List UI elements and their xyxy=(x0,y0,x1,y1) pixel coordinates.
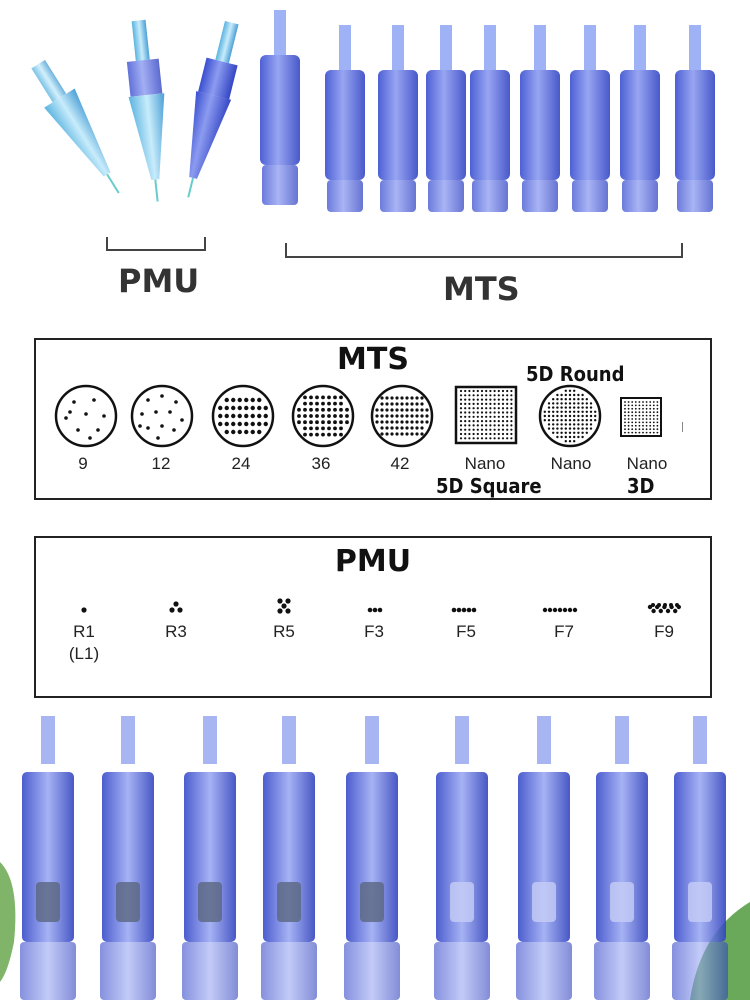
mts-cartridge xyxy=(520,25,560,212)
leaf-decoration xyxy=(0,862,16,982)
top-product-photo: PMU MTS xyxy=(0,0,750,320)
cartridge-closeup xyxy=(182,716,238,1000)
mts-panel-title: MTS xyxy=(337,342,409,377)
mts-caption-5d-square: 5D Square xyxy=(436,474,542,498)
pmu-dot-patterns xyxy=(81,598,681,614)
pmu-label-f5: F5 xyxy=(456,622,476,641)
cartridge-closeup xyxy=(20,716,76,1000)
pmu-group-label: PMU xyxy=(118,262,200,300)
pmu-label-r3: R3 xyxy=(165,622,187,641)
cartridge-closeup xyxy=(672,716,728,1000)
pmu-cartridge xyxy=(187,20,239,198)
pmu-cartridge xyxy=(126,19,165,202)
mts-pattern-graphics xyxy=(54,384,683,448)
pin-36-pattern xyxy=(291,384,355,448)
pmu-needle-chart: PMU R1 (L1) R3 R5 F3 F5 F7 F9 xyxy=(34,536,712,698)
mts-cartridge xyxy=(378,25,418,212)
pmu-label-r1: R1 xyxy=(73,622,95,641)
mts-cartridge xyxy=(426,25,466,212)
cartridge-closeup xyxy=(594,716,650,1000)
mts-needle-chart: MTS 9 12 24 36 42 Nano Nano Nano 5D Squa… xyxy=(34,338,712,500)
pin-12-pattern xyxy=(130,384,194,448)
pmu-label-f7: F7 xyxy=(554,622,574,641)
mts-bracket xyxy=(285,243,683,258)
mts-cartridge xyxy=(325,25,365,212)
cartridge-closeup xyxy=(434,716,490,1000)
mts-cartridge xyxy=(620,25,660,212)
mts-group-label: MTS xyxy=(443,270,520,308)
pmu-cartridge xyxy=(31,59,120,194)
mts-label-nano-square: Nano xyxy=(464,454,506,473)
mts-cartridge xyxy=(675,25,715,212)
nano-5d-square-pattern xyxy=(454,385,518,445)
mts-label-9: 9 xyxy=(78,454,88,473)
nano-3d-pattern xyxy=(620,397,683,437)
mts-cartridge xyxy=(570,25,610,212)
pmu-pattern-graphics xyxy=(81,598,681,614)
cartridge-closeup xyxy=(516,716,572,1000)
pmu-label-f9: F9 xyxy=(654,622,674,641)
bottom-product-photo xyxy=(0,712,750,1000)
pmu-label-l1: (L1) xyxy=(68,644,100,663)
cartridge-closeup-group xyxy=(20,716,728,1000)
mts-label-nano-round: Nano xyxy=(550,454,592,473)
pmu-label-r5: R5 xyxy=(273,622,295,641)
mts-label-24: 24 xyxy=(231,454,251,473)
pin-9-pattern xyxy=(54,384,118,448)
pmu-panel-title: PMU xyxy=(334,544,412,579)
cartridge-closeup xyxy=(100,716,156,1000)
mts-label-nano-3d: Nano xyxy=(626,454,668,473)
mts-caption-5d-round: 5D Round xyxy=(526,362,625,386)
cartridge-closeup-illustration xyxy=(0,716,750,1000)
cartridge-closeup xyxy=(261,716,317,1000)
mts-cartridge xyxy=(260,10,300,205)
pmu-bracket xyxy=(106,237,206,251)
mts-label-12: 12 xyxy=(151,454,171,473)
nano-5d-round-pattern xyxy=(538,384,602,448)
mts-cartridge xyxy=(470,25,510,212)
cartridge-row-illustration xyxy=(31,10,715,258)
mts-label-36: 36 xyxy=(311,454,331,473)
mts-cartridge-group xyxy=(260,10,715,212)
mts-label-42: 42 xyxy=(390,454,410,473)
mts-caption-3d: 3D xyxy=(627,474,655,498)
cartridge-closeup xyxy=(344,716,400,1000)
pin-42-pattern xyxy=(370,384,434,448)
pin-24-pattern xyxy=(211,384,275,448)
pmu-label-f3: F3 xyxy=(364,622,384,641)
